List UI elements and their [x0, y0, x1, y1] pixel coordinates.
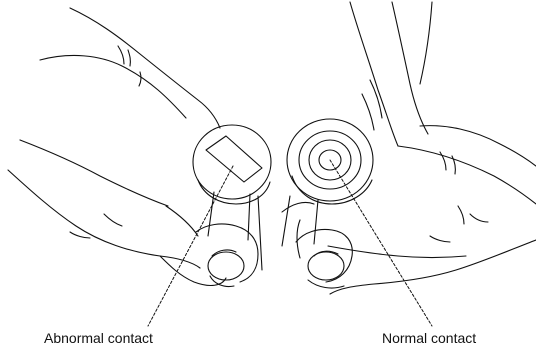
abnormal-leader-line [148, 166, 233, 326]
left-hand-drawing [8, 8, 271, 287]
normal-leader-line [330, 160, 432, 326]
leader-lines [148, 160, 432, 326]
left-valve-head [193, 125, 271, 199]
right-thumb-nail [308, 252, 344, 280]
abnormal-contact-mark [206, 136, 262, 182]
normal-contact-label: Normal contact [382, 330, 476, 346]
abnormal-contact-label: Abnormal contact [44, 330, 153, 346]
left-thumb-nail [208, 252, 244, 280]
right-hand-drawing [282, 2, 536, 294]
